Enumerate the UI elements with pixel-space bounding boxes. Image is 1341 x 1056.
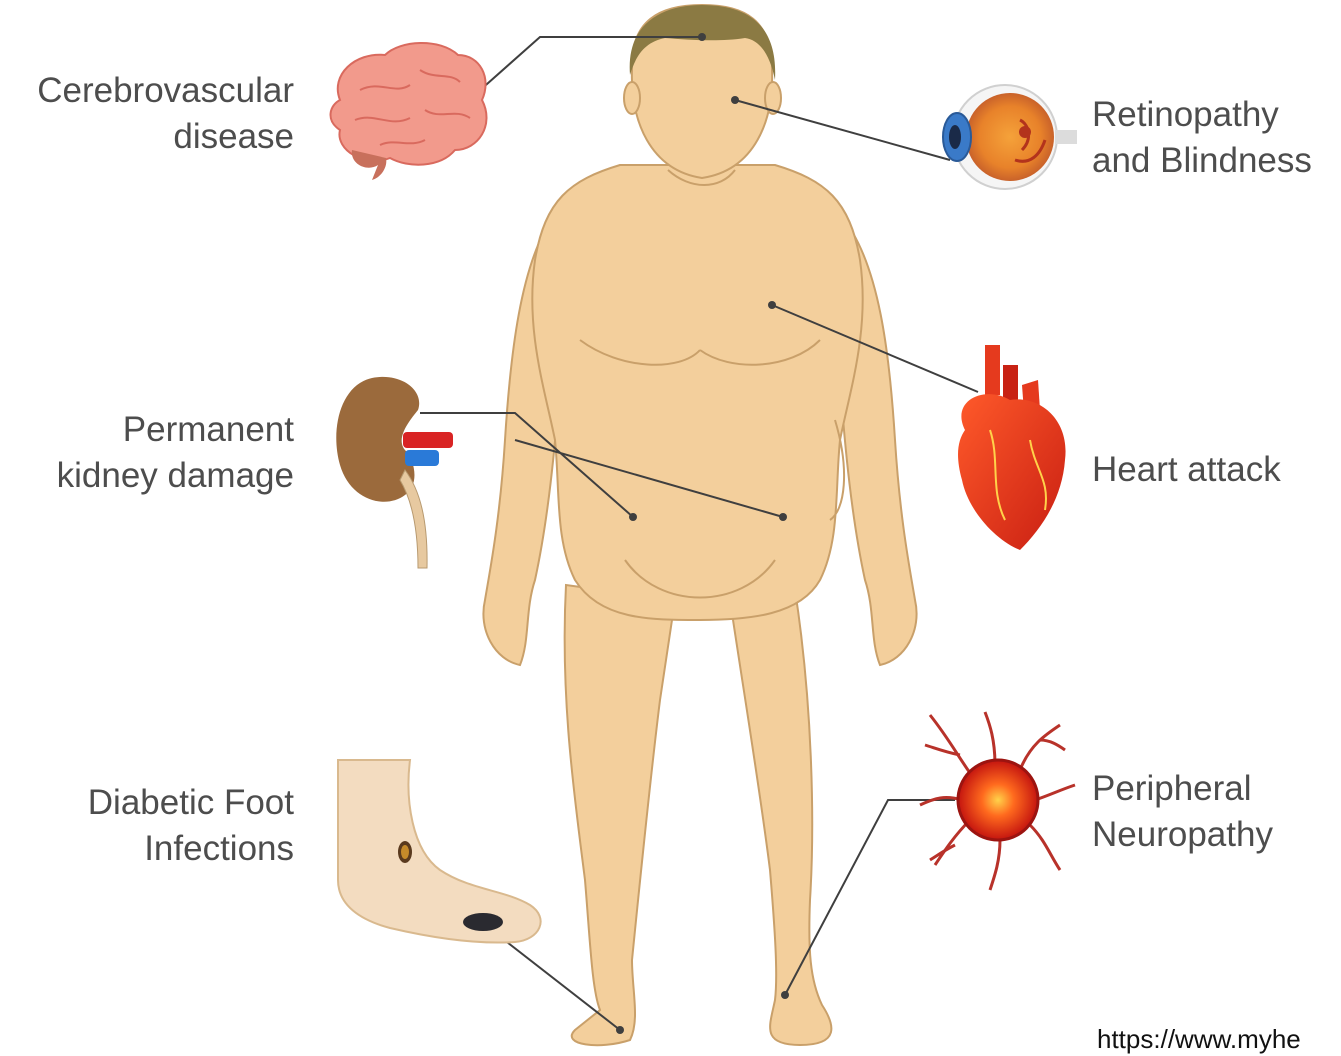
leader-eye bbox=[735, 100, 950, 160]
right-leg bbox=[730, 590, 831, 1045]
label-cerebrovascular-disease: Cerebrovascular disease bbox=[37, 68, 294, 160]
label-diabetic-foot-infections: Diabetic Foot Infections bbox=[88, 780, 294, 872]
human-figure bbox=[483, 5, 916, 1045]
label-line: Infections bbox=[88, 826, 294, 872]
label-line: Neuropathy bbox=[1092, 812, 1273, 858]
eye-icon bbox=[943, 85, 1077, 189]
label-retinopathy-and-blindness: Retinopathy and Blindness bbox=[1092, 92, 1312, 184]
label-line: Peripheral bbox=[1092, 766, 1273, 812]
kidney-icon bbox=[336, 377, 453, 568]
label-kidney-damage: Permanent kidney damage bbox=[57, 407, 294, 499]
label-line: and Blindness bbox=[1092, 138, 1312, 184]
label-line: Retinopathy bbox=[1092, 92, 1312, 138]
label-heart-attack: Heart attack bbox=[1092, 447, 1281, 493]
torso bbox=[532, 165, 862, 620]
brain-icon bbox=[331, 43, 487, 180]
label-line: Diabetic Foot bbox=[88, 780, 294, 826]
source-url: https://www.myhe bbox=[1097, 1022, 1301, 1056]
label-line: disease bbox=[37, 114, 294, 160]
label-peripheral-neuropathy: Peripheral Neuropathy bbox=[1092, 766, 1273, 858]
label-line: Cerebrovascular bbox=[37, 68, 294, 114]
left-leg bbox=[565, 585, 675, 1045]
heart-icon bbox=[958, 345, 1066, 550]
label-line: kidney damage bbox=[57, 453, 294, 499]
label-line: Heart attack bbox=[1092, 447, 1281, 493]
label-line: Permanent bbox=[57, 407, 294, 453]
foot-icon bbox=[338, 760, 541, 943]
